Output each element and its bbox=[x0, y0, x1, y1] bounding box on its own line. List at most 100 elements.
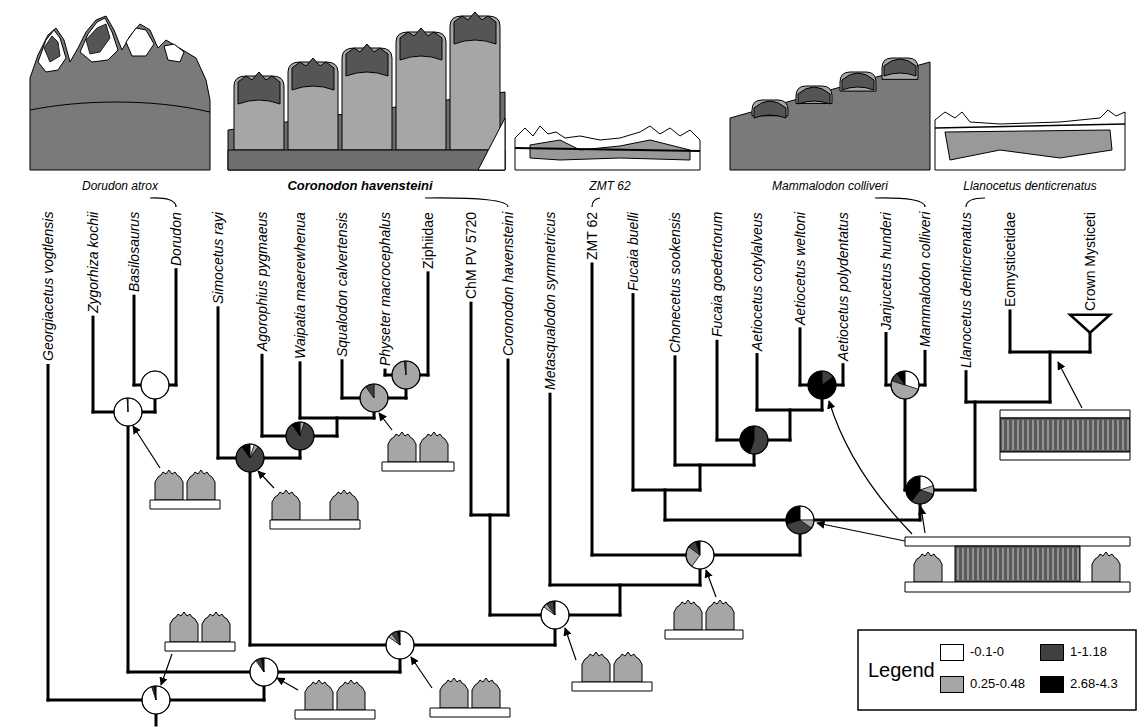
pie-chart bbox=[114, 398, 142, 426]
leader-line bbox=[592, 198, 600, 207]
pie-outline bbox=[250, 658, 278, 686]
baleen-plate bbox=[1047, 548, 1048, 580]
tree-branch bbox=[1049, 352, 1052, 402]
tooth-drawing bbox=[884, 59, 916, 76]
pie-slice bbox=[261, 658, 264, 672]
jaw-bar bbox=[430, 708, 510, 717]
tooth-drawing bbox=[796, 86, 832, 103]
pie-slice bbox=[360, 384, 388, 412]
pie-outline bbox=[740, 426, 768, 454]
pointer-arrow bbox=[133, 426, 160, 468]
legend-text: 2.68-4.3 bbox=[1070, 677, 1118, 692]
tooth-drawing bbox=[945, 130, 1112, 160]
pie-chart bbox=[392, 361, 420, 389]
legend-box bbox=[858, 630, 1136, 710]
tree-branch bbox=[384, 370, 387, 375]
baleen-plate bbox=[1067, 548, 1068, 580]
tree-branch bbox=[427, 273, 430, 375]
pie-chart bbox=[142, 686, 170, 714]
pie-slice bbox=[740, 426, 754, 453]
pointer-arrow bbox=[277, 678, 298, 690]
taxon-name: ZMT 62 bbox=[584, 212, 600, 260]
baleen-plate bbox=[1032, 420, 1033, 450]
taxon-name: Simocetus rayi bbox=[210, 212, 226, 304]
legend-title: Legend bbox=[868, 659, 935, 682]
taxon-name: Georgiacetus vogtlensis bbox=[40, 212, 56, 361]
tooth-icon bbox=[272, 490, 300, 520]
figure-caption: Dorudon atrox bbox=[82, 180, 158, 194]
baleen-plate bbox=[1082, 420, 1083, 450]
pie-outline bbox=[786, 506, 814, 534]
baleen-plate bbox=[1092, 420, 1093, 450]
taxon-name: Squalodon calvertensis bbox=[334, 212, 350, 357]
figure-caption: ZMT 62 bbox=[589, 180, 630, 194]
pointer-arrow bbox=[1058, 362, 1082, 408]
tooth-drawing bbox=[842, 73, 874, 90]
baleen-plate bbox=[982, 548, 983, 580]
baleen-plate bbox=[1022, 420, 1023, 450]
baleen-plate bbox=[1017, 548, 1018, 580]
taxon-name: ChM PV 5720 bbox=[463, 212, 479, 299]
tree-branch bbox=[1089, 333, 1092, 352]
baleen-plate bbox=[1062, 420, 1063, 450]
tooth-drawing bbox=[882, 58, 918, 79]
leader-line bbox=[425, 198, 508, 207]
pie-outline bbox=[686, 541, 714, 569]
tooth-icon bbox=[582, 652, 610, 682]
pie-slice bbox=[689, 542, 700, 555]
figure-caption: Mammalodon colliveri bbox=[772, 180, 888, 194]
pie-slice bbox=[127, 398, 129, 412]
tree-branch bbox=[336, 418, 339, 436]
tree-branch bbox=[549, 394, 552, 585]
tree-branch bbox=[92, 317, 95, 412]
pointer-arrow bbox=[829, 401, 912, 534]
baleen-plate bbox=[1007, 548, 1008, 580]
pointer-arrow bbox=[565, 628, 576, 660]
baleen-plate bbox=[1122, 420, 1123, 450]
baleen-plate bbox=[1027, 548, 1028, 580]
tree-branch bbox=[675, 464, 754, 467]
pie-chart bbox=[740, 426, 768, 454]
baleen-plate bbox=[1072, 548, 1073, 580]
taxon-name: Fucaia buelli bbox=[625, 212, 641, 291]
pie-chart bbox=[141, 371, 169, 399]
tree-branch bbox=[175, 270, 178, 385]
tooth-icon bbox=[706, 600, 734, 630]
baleen-plate bbox=[1047, 420, 1048, 450]
tree-branch bbox=[133, 296, 136, 385]
legend-text: 1-1.18 bbox=[1070, 645, 1107, 660]
tooth-icon bbox=[170, 612, 198, 642]
tree-branch bbox=[1009, 311, 1012, 352]
tree-branch bbox=[756, 355, 759, 410]
leader-line bbox=[150, 198, 176, 207]
taxon-name: Metasqualodon symmetricus bbox=[542, 212, 558, 390]
tooth-drawing bbox=[798, 87, 830, 104]
baleen-plate bbox=[1107, 420, 1108, 450]
tree-branch bbox=[1010, 351, 1090, 354]
baleen-plate bbox=[1022, 548, 1023, 580]
baleen-plate bbox=[1127, 420, 1128, 450]
baleen-plate bbox=[1002, 548, 1003, 580]
baleen-plate bbox=[1077, 420, 1078, 450]
taxon-name: Agorophius pygmaeus bbox=[254, 212, 270, 351]
clade-triangles bbox=[1070, 315, 1110, 333]
pointer-arrow bbox=[411, 657, 432, 688]
tooth-icon bbox=[674, 600, 702, 630]
baleen-plate bbox=[1077, 548, 1078, 580]
baleen-rack bbox=[1000, 418, 1130, 452]
baleen-plate bbox=[1012, 548, 1013, 580]
tree-branch bbox=[632, 295, 635, 490]
tooth-drawing bbox=[126, 28, 154, 56]
tooth-drawing bbox=[86, 24, 110, 54]
taxon-name: Aetiocetus cotylalveus bbox=[749, 212, 765, 351]
taxon-name: Aetiocetus weltoni bbox=[792, 212, 808, 325]
tree-branch bbox=[299, 363, 302, 418]
pie-slice bbox=[786, 506, 800, 524]
tooth-drawing bbox=[840, 72, 876, 91]
tree-branch bbox=[716, 341, 719, 440]
baleen-plate bbox=[1052, 548, 1053, 580]
pie-slice bbox=[257, 658, 264, 672]
leader-line bbox=[875, 198, 925, 207]
tooth-icon bbox=[337, 680, 365, 710]
